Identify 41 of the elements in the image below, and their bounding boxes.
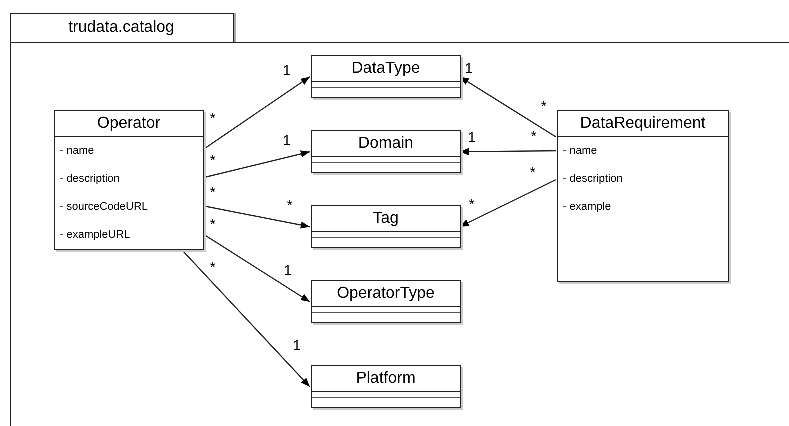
attribute-text: - exampleURL [59,228,132,243]
multiplicity-label: * [541,99,547,113]
class-name: DataRequirement [558,111,728,137]
attribute-text: - description [59,172,121,187]
package-frame [10,13,789,426]
attribute-text: - name [562,144,598,159]
class-name: Operator [55,111,203,137]
attribute-text: - description [562,172,624,187]
multiplicity-label: * [469,197,475,211]
class-name: Tag [312,206,460,232]
class-box [311,130,461,173]
attribute-text: - example [562,200,612,215]
attribute-text: - name [59,144,96,159]
association-arrow [182,250,310,388]
multiplicity-label: 1 [283,133,291,147]
multiplicity-label: * [287,198,293,212]
attribute-text: - sourceCodeURL [59,200,150,215]
multiplicity-label: 1 [284,263,292,277]
class-box [311,365,461,408]
class-name: OperatorType [312,281,460,307]
multiplicity-label: * [210,153,216,167]
class-box [311,55,461,98]
association-arrow [460,148,556,156]
class-name: Domain [312,131,460,157]
multiplicity-label: 1 [293,338,301,352]
multiplicity-label: * [210,111,216,125]
multiplicity-label: 1 [465,61,473,75]
multiplicity-label: * [531,129,537,143]
package-tab: trudata.catalog [10,13,234,43]
multiplicity-label: * [210,217,216,231]
class-box [557,110,729,282]
multiplicity-label: * [210,260,216,274]
multiplicity-label: 1 [283,63,291,77]
multiplicity-label: 1 [468,130,476,144]
class-name: DataType [312,56,460,82]
class-box [311,280,461,323]
class-name: Platform [312,366,460,392]
multiplicity-label: * [210,185,216,199]
class-box [54,110,204,250]
multiplicity-label: * [530,165,536,179]
class-box [311,205,461,248]
